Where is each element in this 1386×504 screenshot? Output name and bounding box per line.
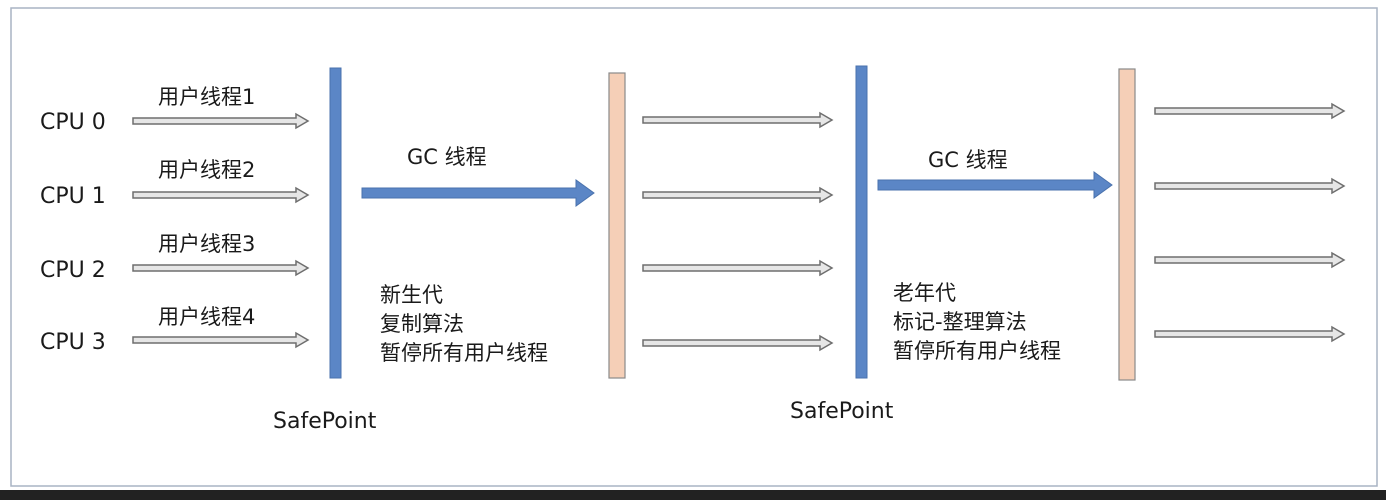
user-thread-arrows-resumed-1 bbox=[642, 111, 834, 352]
thread-arrow-initial-1 bbox=[132, 186, 310, 204]
thread-label-0: 用户线程1 bbox=[158, 85, 255, 109]
safepoint-bar-2 bbox=[855, 65, 868, 379]
phase-2-desc-line-1: 老年代 bbox=[893, 281, 956, 305]
phase-2-desc-line-3: 暂停所有用户线程 bbox=[893, 339, 1061, 363]
resume-bar-1 bbox=[608, 72, 626, 379]
cpu-label-3: CPU 3 bbox=[40, 330, 106, 355]
phase-1-desc-line-3: 暂停所有用户线程 bbox=[380, 341, 548, 365]
thread-arrow-resumed-2-2 bbox=[1154, 251, 1346, 269]
thread-arrow-initial-2 bbox=[132, 259, 310, 277]
thread-arrow-resumed-2-0 bbox=[1154, 102, 1346, 120]
gc-thread-arrow-2 bbox=[877, 171, 1113, 199]
thread-arrow-resumed-2-1 bbox=[1154, 177, 1346, 195]
gc-arrow-shape-1 bbox=[361, 179, 595, 207]
thread-arrow-resumed-2-3 bbox=[1154, 325, 1346, 343]
thread-arrow-resumed-1-0 bbox=[642, 111, 834, 129]
diagram-frame bbox=[10, 7, 1378, 487]
phase-1-desc-line-1: 新生代 bbox=[380, 283, 443, 307]
bottom-border bbox=[0, 490, 1386, 500]
thread-arrow-resumed-1-3 bbox=[642, 334, 834, 352]
phase-1-desc-line-2: 复制算法 bbox=[380, 312, 464, 336]
safepoint-label-1: SafePoint bbox=[273, 409, 377, 434]
cpu-label-0: CPU 0 bbox=[40, 110, 106, 135]
thread-label-2: 用户线程3 bbox=[158, 232, 255, 256]
cpu-label-2: CPU 2 bbox=[40, 258, 106, 283]
thread-arrow-initial-3 bbox=[132, 331, 310, 349]
gc-thread-arrow-1 bbox=[361, 179, 595, 207]
thread-arrow-initial-0 bbox=[132, 112, 310, 130]
thread-label-3: 用户线程4 bbox=[158, 305, 255, 329]
thread-label-1: 用户线程2 bbox=[158, 158, 255, 182]
user-thread-arrows-initial bbox=[132, 112, 310, 349]
gc-thread-label-1: GC 线程 bbox=[407, 145, 487, 169]
safepoint-label-2: SafePoint bbox=[790, 399, 894, 424]
thread-arrow-resumed-1-1 bbox=[642, 186, 834, 204]
phase-2-desc-line-2: 标记-整理算法 bbox=[893, 310, 1027, 334]
gc-thread-label-2: GC 线程 bbox=[928, 148, 1008, 172]
thread-arrow-resumed-1-2 bbox=[642, 259, 834, 277]
safepoint-bar-1 bbox=[329, 67, 342, 379]
user-thread-arrows-resumed-2 bbox=[1154, 102, 1346, 343]
gc-arrow-shape-2 bbox=[877, 171, 1113, 199]
cpu-label-1: CPU 1 bbox=[40, 184, 106, 209]
resume-bar-2 bbox=[1118, 68, 1136, 381]
